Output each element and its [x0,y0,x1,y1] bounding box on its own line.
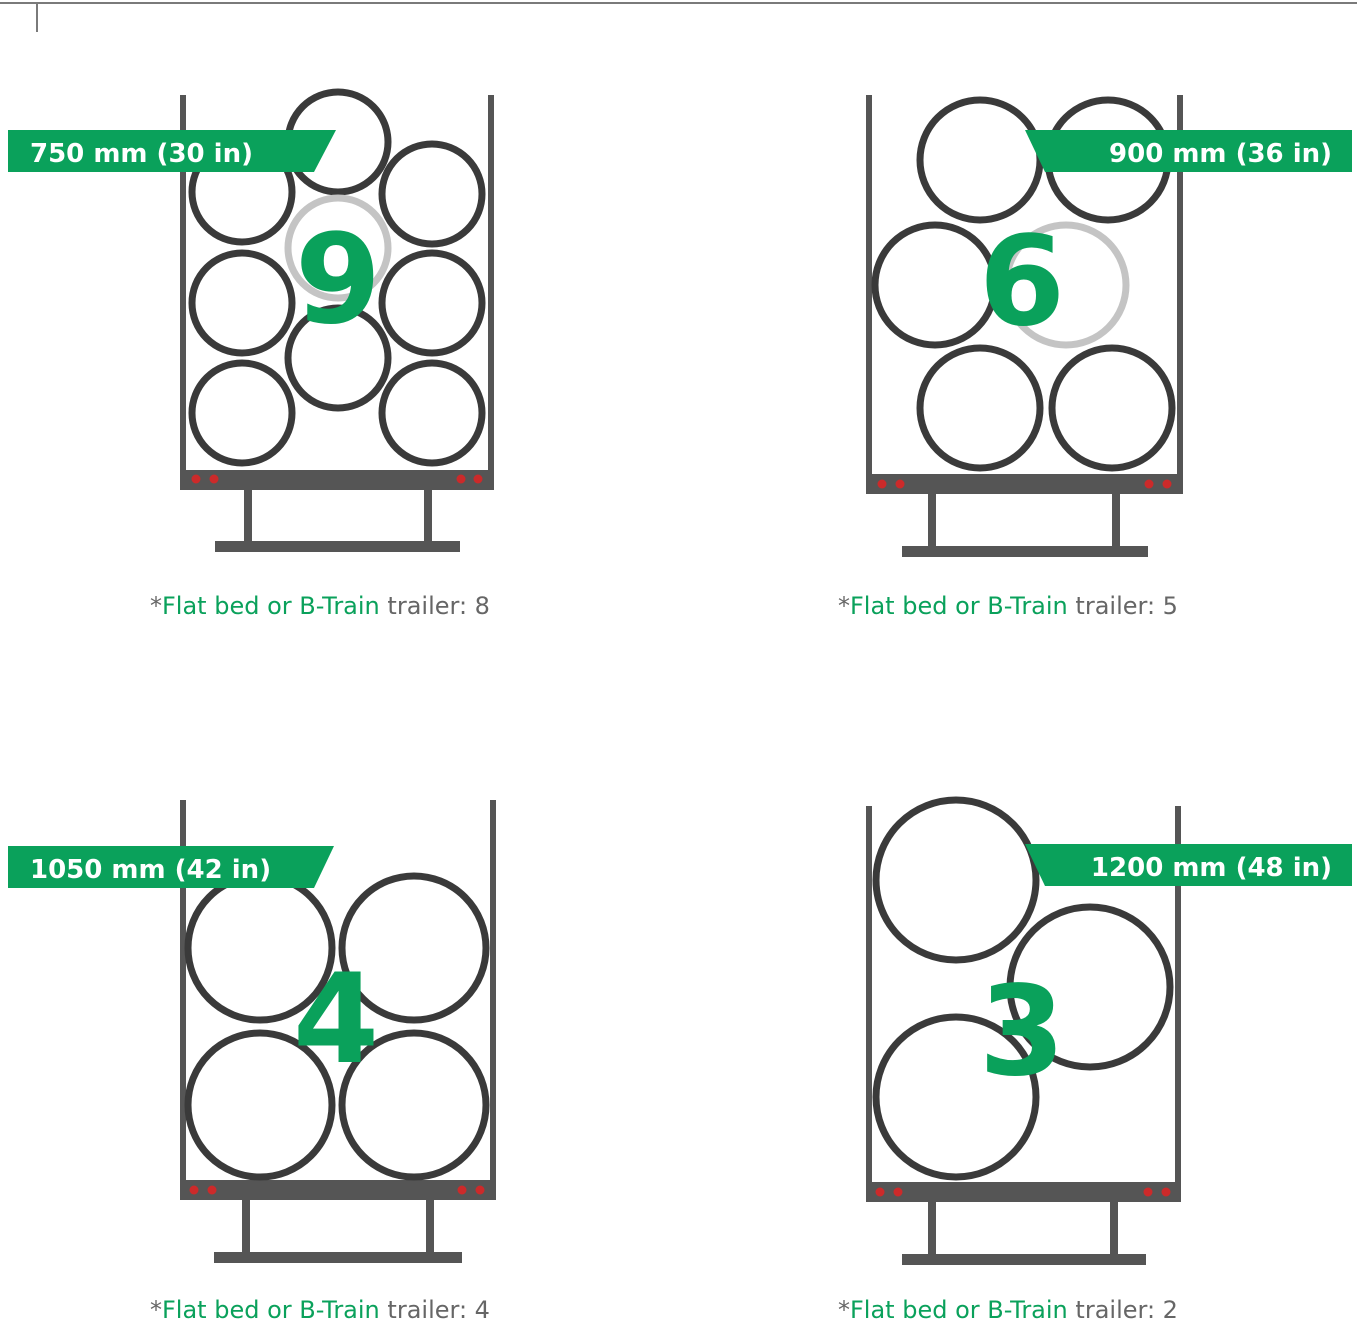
trailer-light [1162,1188,1171,1197]
size-label: 1200 mm (48 in) [1091,853,1332,883]
caption-count: trailer: 2 [1068,1296,1178,1324]
pipe-count: 3 [979,960,1065,1104]
trailer-light [894,1188,903,1197]
trailer-light [1144,1188,1153,1197]
pipe-panel-1200: 1200 mm (48 in) 3 *Flat bed or B-Train t… [0,0,560,620]
caption-prefix: * [838,1296,850,1324]
size-banner: 1200 mm (48 in) [1025,844,1352,886]
trailer-caption: *Flat bed or B-Train trailer: 2 [838,1296,1178,1324]
trailer-light [876,1188,885,1197]
pipe [876,800,1036,960]
caption-trailer-type: Flat bed or B-Train [850,1296,1068,1324]
